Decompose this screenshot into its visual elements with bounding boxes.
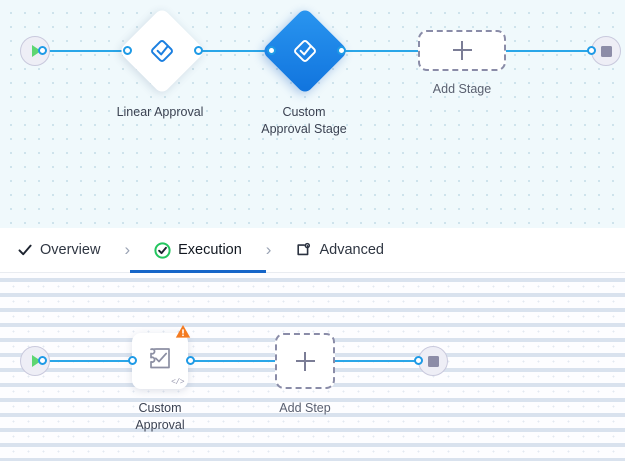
- port-linear-approval-input[interactable]: [123, 46, 132, 55]
- add-step-label: Add Step: [279, 401, 331, 415]
- approval-diamond-check-icon: [149, 38, 175, 64]
- edge-add-step-to-end: [335, 360, 418, 362]
- edge-custom-approval-step-to-add-step: [190, 360, 276, 362]
- settings-window-icon: [295, 242, 312, 259]
- tab-execution-label: Execution: [178, 242, 242, 258]
- tab-advanced[interactable]: Advanced: [293, 228, 386, 273]
- tab-overview-label: Overview: [40, 242, 101, 258]
- port-custom-approval-step-input[interactable]: [128, 356, 137, 365]
- tab-execution[interactable]: Execution: [130, 228, 266, 273]
- approval-diamond-check-icon: [292, 38, 318, 64]
- add-step-button[interactable]: [275, 333, 335, 389]
- stage-node-custom-approval-stage[interactable]: [261, 7, 349, 95]
- stop-icon: [600, 45, 612, 57]
- edge-custom-approval-to-add-stage: [341, 50, 419, 52]
- stage-label-linear-approval: Linear Approval: [116, 105, 204, 119]
- port-custom-approval-stage-input[interactable]: [267, 46, 276, 55]
- tab-separator: ›: [265, 240, 272, 259]
- edge-linear-to-custom-approval: [198, 50, 271, 52]
- port-custom-approval-step-output[interactable]: [186, 356, 195, 365]
- port-linear-approval-output[interactable]: [194, 46, 203, 55]
- play-icon: [32, 45, 41, 57]
- stage-detail-tab-bar[interactable]: Overview › Execution › Advanced: [0, 228, 625, 273]
- edge-start-to-custom-approval-step: [42, 360, 132, 362]
- step-flow-canvas[interactable]: </> Custom Approval Add Step: [0, 273, 625, 461]
- plus-icon: [295, 351, 315, 371]
- port-start-output[interactable]: [38, 46, 47, 55]
- play-icon: [32, 355, 41, 367]
- check-icon: [16, 242, 33, 259]
- check-circle-icon: [154, 241, 171, 259]
- add-stage-button[interactable]: [418, 30, 506, 71]
- stage-node-linear-approval[interactable]: [118, 7, 206, 95]
- tab-overview[interactable]: Overview: [14, 228, 102, 273]
- tab-advanced-label: Advanced: [319, 242, 384, 258]
- add-stage-label: Add Stage: [432, 82, 492, 96]
- step-end-node[interactable]: [418, 346, 448, 376]
- tab-separator: ›: [124, 240, 131, 259]
- stage-label-custom-approval-stage: Custom Approval Stage: [261, 105, 347, 136]
- edge-start-to-linear-approval: [42, 50, 127, 52]
- plus-icon: [452, 41, 472, 60]
- port-step-end-input[interactable]: [414, 356, 423, 365]
- stage-end-node[interactable]: [591, 36, 621, 66]
- edge-add-stage-to-end: [506, 50, 591, 52]
- step-node-custom-approval[interactable]: </>: [132, 325, 191, 389]
- port-custom-approval-stage-output[interactable]: [337, 46, 346, 55]
- code-badge-icon: </>: [171, 378, 184, 387]
- stage-flow-canvas[interactable]: Linear Approval Custom Approval Stage Ad…: [0, 0, 625, 228]
- port-end-input[interactable]: [587, 46, 596, 55]
- warning-triangle-icon: [175, 324, 191, 344]
- stop-icon: [427, 355, 439, 367]
- port-step-start-output[interactable]: [38, 356, 47, 365]
- custom-approval-step-icon: [146, 345, 174, 378]
- step-label-custom-approval: Custom Approval: [135, 401, 185, 432]
